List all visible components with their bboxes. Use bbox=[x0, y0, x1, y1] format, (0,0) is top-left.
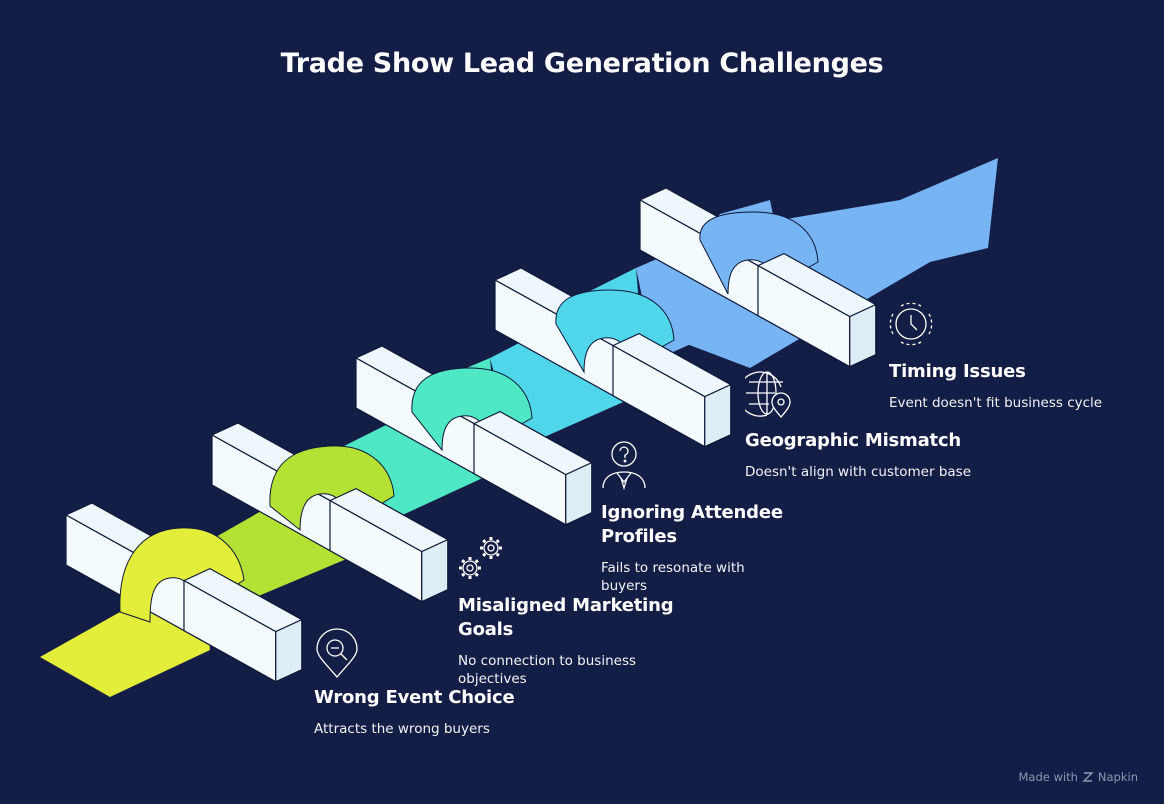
step-description: No connection to business objectives bbox=[458, 653, 637, 687]
step-heading: Timing Issues bbox=[889, 361, 1026, 382]
step-heading: Geographic Mismatch bbox=[745, 430, 962, 451]
block-end-near bbox=[849, 303, 877, 368]
step-description: Fails to resonate with buyers bbox=[601, 560, 745, 594]
clock-icon bbox=[889, 302, 933, 346]
block-end-near bbox=[275, 618, 303, 683]
napkin-logo-icon bbox=[1082, 772, 1094, 782]
block-end-near bbox=[704, 383, 732, 448]
step-heading: Misaligned Marketing Goals bbox=[458, 595, 674, 640]
step-heading: Wrong Event Choice bbox=[314, 687, 515, 708]
block-end-near bbox=[565, 461, 593, 526]
globe-pin-icon bbox=[745, 371, 791, 418]
staircase-diagram bbox=[40, 158, 998, 697]
diagram-title: Trade Show Lead Generation Challenges bbox=[280, 48, 884, 79]
block-end-near bbox=[421, 538, 449, 603]
footer-credit: Made with Napkin bbox=[1019, 770, 1139, 784]
location-search-icon bbox=[316, 628, 358, 679]
step-heading: Ignoring Attendee Profiles bbox=[601, 502, 783, 547]
step-description: Doesn't align with customer base bbox=[745, 464, 972, 480]
person-question-icon bbox=[602, 441, 646, 490]
step-description: Event doesn't fit business cycle bbox=[889, 395, 1103, 411]
footer-brand: Napkin bbox=[1097, 770, 1138, 784]
gears-icon bbox=[459, 537, 502, 579]
footer-prefix: Made with bbox=[1018, 770, 1078, 784]
step-description: Attracts the wrong buyers bbox=[314, 721, 490, 737]
